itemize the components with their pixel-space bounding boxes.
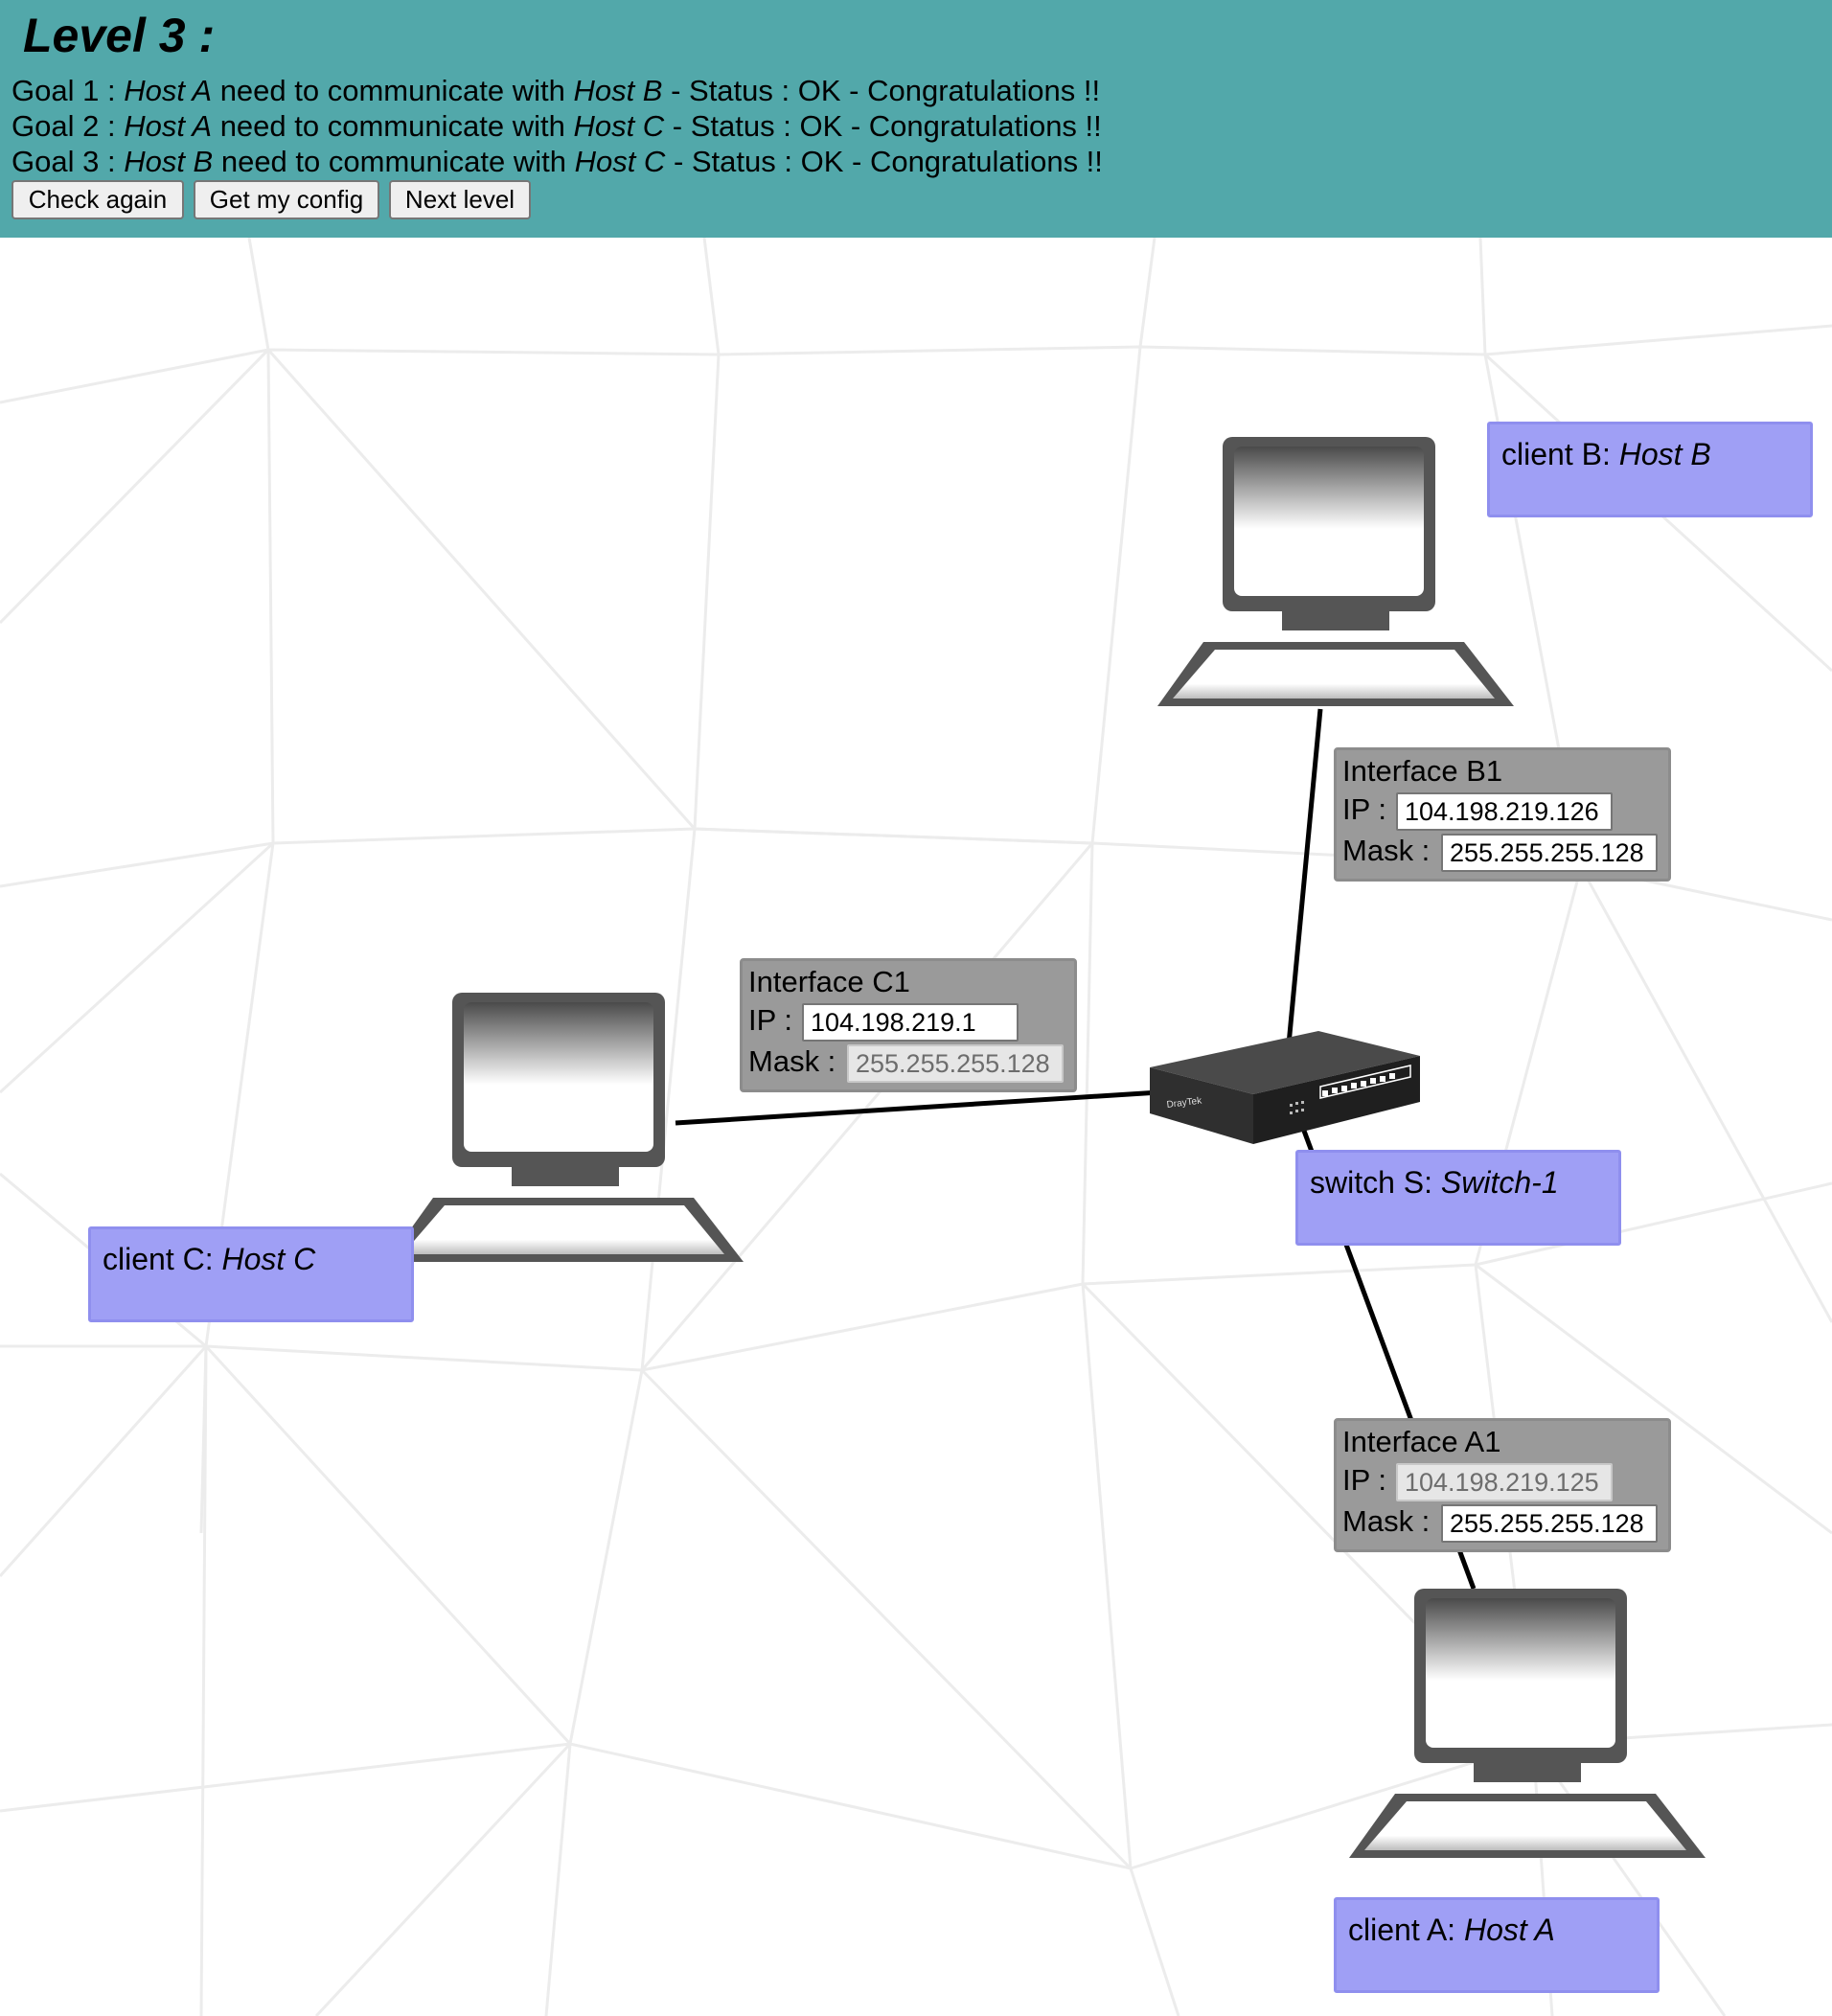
interface-b1-mask-input[interactable] — [1441, 834, 1658, 872]
ip-label: IP : — [1342, 1463, 1386, 1497]
check-again-button[interactable]: Check again — [11, 180, 184, 219]
goal-status-text: - Status : OK - Congratulations !! — [662, 74, 1101, 107]
goal-target-host: Host C — [573, 109, 665, 143]
host-c-computer-icon[interactable] — [381, 989, 751, 1267]
mask-row: Mask : — [748, 1042, 1064, 1083]
client-a-label: client A: Host A — [1334, 1897, 1660, 1993]
switch-s-label: switch S: Switch-1 — [1295, 1150, 1621, 1246]
goal-2-status: Goal 2 : Host A need to communicate with… — [11, 108, 1102, 144]
client-b-label: client B: Host B — [1487, 422, 1813, 517]
goal-target-host: Host C — [574, 145, 666, 178]
interface-title: Interface B1 — [1342, 754, 1503, 788]
switch-name: Switch-1 — [1440, 1165, 1559, 1200]
mask-row: Mask : — [1342, 832, 1658, 872]
host-a-computer-icon[interactable] — [1343, 1585, 1713, 1863]
host-b-computer-icon[interactable] — [1152, 433, 1522, 711]
ip-row: IP : — [748, 1001, 1019, 1042]
goal-source-host: Host A — [124, 109, 213, 143]
mask-label: Mask : — [1342, 834, 1431, 867]
goal-status-text: - Status : OK - Congratulations !! — [665, 145, 1103, 178]
mask-row: Mask : — [1342, 1502, 1658, 1543]
host-name: Host A — [1463, 1913, 1555, 1947]
mask-label: Mask : — [748, 1044, 836, 1078]
goal-text: need to communicate with — [212, 109, 574, 143]
level-title: Level 3 : — [23, 9, 216, 62]
goal-target-host: Host B — [573, 74, 663, 107]
level-header: Level 3 : Goal 1 : Host A need to commun… — [0, 0, 1832, 238]
interface-c1-ip-input[interactable] — [802, 1003, 1019, 1042]
goal-source-host: Host A — [124, 74, 213, 107]
interface-a1-mask-input[interactable] — [1441, 1504, 1658, 1543]
ip-label: IP : — [1342, 792, 1386, 826]
interface-a1-ip-input — [1396, 1463, 1613, 1501]
label-prefix: client C: — [103, 1242, 222, 1276]
ip-label: IP : — [748, 1003, 792, 1037]
interface-b1-ip-input[interactable] — [1396, 792, 1613, 831]
interface-b1-panel: Interface B1 IP : Mask : — [1334, 747, 1671, 882]
goal-prefix: Goal 2 : — [11, 109, 125, 143]
interface-a1-panel: Interface A1 IP : Mask : — [1334, 1418, 1671, 1552]
label-prefix: switch S: — [1310, 1165, 1441, 1200]
get-config-button[interactable]: Get my config — [194, 180, 379, 219]
host-name: Host C — [221, 1242, 316, 1276]
goal-text: need to communicate with — [213, 145, 575, 178]
interface-title: Interface C1 — [748, 965, 910, 998]
ip-row: IP : — [1342, 1461, 1613, 1501]
label-prefix: client A: — [1348, 1913, 1464, 1947]
goal-3-status: Goal 3 : Host B need to communicate with… — [11, 144, 1103, 179]
ip-row: IP : — [1342, 790, 1613, 831]
goal-source-host: Host B — [124, 145, 214, 178]
interface-c1-mask-input — [847, 1044, 1064, 1083]
switch-brand-text: DrayTek — [1166, 1095, 1203, 1111]
interface-c1-panel: Interface C1 IP : Mask : — [740, 958, 1077, 1092]
interface-title: Interface A1 — [1342, 1425, 1501, 1458]
goal-text: need to communicate with — [212, 74, 574, 107]
goal-prefix: Goal 1 : — [11, 74, 125, 107]
label-prefix: client B: — [1501, 437, 1619, 471]
goal-prefix: Goal 3 : — [11, 145, 125, 178]
host-name: Host B — [1618, 437, 1711, 471]
link-host-c-to-switch — [675, 1089, 1160, 1126]
goal-1-status: Goal 1 : Host A need to communicate with… — [11, 73, 1100, 108]
goal-status-text: - Status : OK - Congratulations !! — [664, 109, 1102, 143]
next-level-button[interactable]: Next level — [389, 180, 531, 219]
mask-label: Mask : — [1342, 1504, 1431, 1538]
client-c-label: client C: Host C — [88, 1226, 414, 1322]
network-switch-icon[interactable]: DrayTek — [1146, 1027, 1424, 1150]
link-host-b-to-switch — [1286, 708, 1323, 1045]
